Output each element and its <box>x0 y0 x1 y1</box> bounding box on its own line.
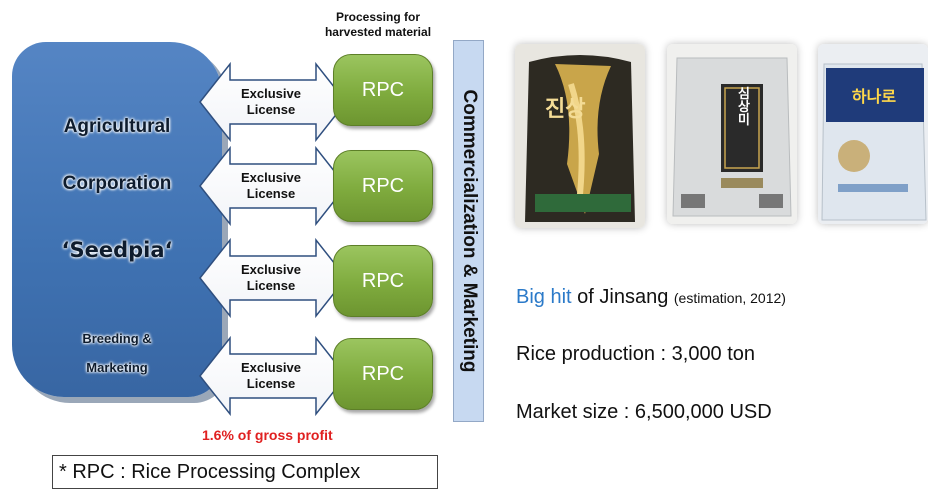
license-label-1: Exclusive License <box>241 86 301 117</box>
rice-production-text: Rice production : 3,000 ton <box>516 343 756 365</box>
bag2-label: 심상미 <box>735 86 750 127</box>
org-line-breeding: Breeding & <box>82 331 152 346</box>
big-hit-highlight: Big hit <box>516 286 572 308</box>
org-line-agricultural: Agricultural <box>63 116 171 137</box>
license-label-2: Exclusive License <box>241 170 301 201</box>
rpc-label-2: RPC <box>361 174 405 197</box>
rpc-box-3: RPC <box>333 245 433 317</box>
rpc-box-4: RPC <box>333 338 433 410</box>
commercialization-bar: Commercialization & Marketing <box>453 40 484 422</box>
gross-profit-label: 1.6% of gross profit <box>202 427 333 443</box>
rpc-label-3: RPC <box>361 269 405 292</box>
rpc-footnote: * RPC : Rice Processing Complex <box>52 455 438 489</box>
license-label-3: Exclusive License <box>241 262 301 293</box>
rpc-label-1: RPC <box>361 78 405 101</box>
processing-label: Processing for harvested material <box>324 10 432 39</box>
org-line-corporation: Corporation <box>62 173 172 194</box>
license-label-4: Exclusive License <box>241 360 301 391</box>
organization-box <box>12 42 222 397</box>
big-hit-note: (estimation, 2012) <box>673 290 786 306</box>
bag1-label: 진상 <box>545 97 585 122</box>
rice-bag-hanaro-image: 하나로 <box>818 44 928 224</box>
rpc-label-4: RPC <box>361 362 405 385</box>
org-line-marketing: Marketing <box>86 360 148 375</box>
market-size-text: Market size : 6,500,000 USD <box>516 401 772 423</box>
commercialization-label: Commercialization & Marketing <box>458 89 480 373</box>
big-hit-rest: of Jinsang <box>571 286 669 308</box>
rice-bag-jinsang-image: 진상 <box>515 44 645 228</box>
big-hit-line: Big hit of Jinsang (estimation, 2012) <box>516 286 786 309</box>
bag3-label: 하나로 <box>852 87 896 106</box>
org-line-seedpia: ‘Seedpia‘ <box>61 238 173 262</box>
rpc-box-1: RPC <box>333 54 433 126</box>
rpc-box-2: RPC <box>333 150 433 222</box>
rice-bag-simsangmi-image: 심상미 <box>667 44 797 224</box>
